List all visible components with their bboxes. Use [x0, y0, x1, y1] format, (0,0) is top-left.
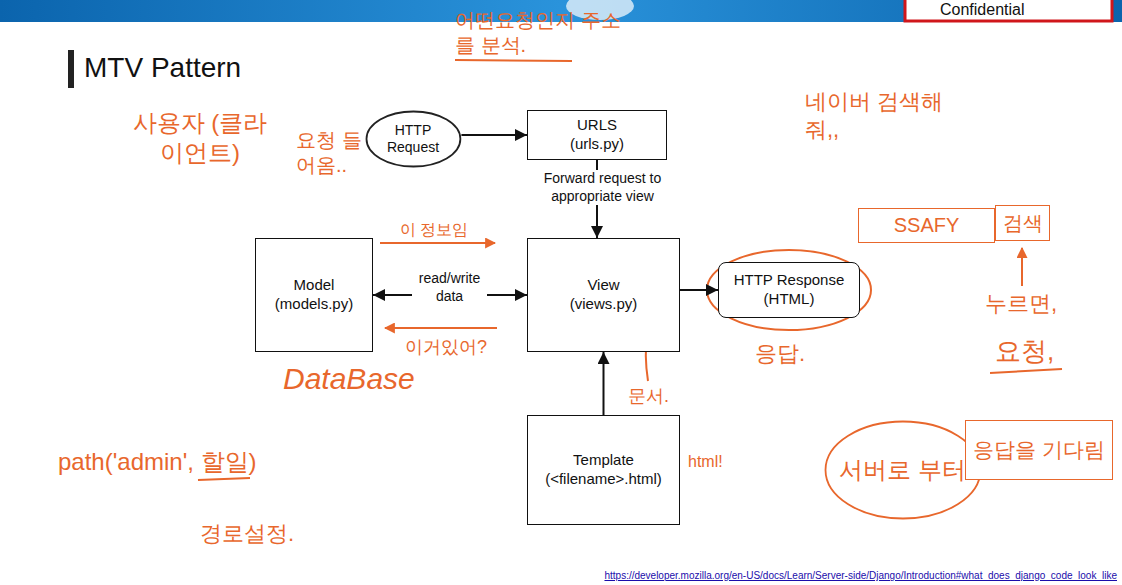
handwritten-note: 네이버 검색해줘,, [805, 88, 945, 143]
ink-underline [455, 60, 572, 61]
edge-label: read/write data [412, 270, 487, 305]
handwritten-note: 경로설정. [200, 520, 294, 548]
handwritten-note: DataBase [283, 360, 415, 398]
node-title: URLS [577, 116, 617, 135]
ink-box-note: 응답을 기다림 [965, 420, 1113, 480]
ellipse-shape [366, 112, 460, 167]
node-subtitle: (models.py) [275, 295, 353, 314]
process-box: Model(models.py) [255, 238, 373, 352]
connector-arrow [461, 134, 527, 136]
handwritten-note: 어떤요청인지 주소를 분석. [455, 8, 630, 58]
slide-title: MTV Pattern [84, 50, 241, 85]
node-title: HTTP Response [734, 271, 845, 290]
node-subtitle: (views.py) [570, 295, 638, 314]
node-title: 서버로 부터 [839, 455, 966, 485]
handwritten-note: path('admin', 할일) [58, 447, 257, 477]
ink-underline [198, 478, 250, 480]
node-title: Model [294, 276, 335, 295]
response-box: HTTP Response(HTML) [718, 262, 860, 318]
title-bar [68, 50, 74, 88]
connector-arrow [603, 352, 605, 415]
process-box: Template(<filename>.html) [527, 415, 680, 525]
search-field: SSAFY [858, 208, 995, 243]
process-box: View(views.py) [527, 238, 680, 352]
handwritten-note: 응답. [755, 340, 805, 368]
node-subtitle: (<filename>.html) [545, 470, 662, 489]
node-title: 응답을 기다림 [973, 437, 1105, 463]
handwritten-note: 문서. [628, 385, 669, 408]
node-title: HTTP Request [369, 122, 458, 157]
node-title: Template [573, 451, 634, 470]
node-subtitle: (HTML) [764, 290, 815, 309]
node-title: 검색 [1003, 211, 1043, 236]
handwritten-note: 요청, [995, 335, 1054, 368]
handwritten-note: html! [688, 452, 723, 472]
process-box: URLS(urls.py) [527, 110, 667, 160]
handwritten-note: 사용자 (클라이언트) [125, 108, 275, 168]
request-circle: HTTP Request [365, 110, 462, 168]
ink-circle [707, 250, 871, 330]
node-title: View [587, 276, 619, 295]
ink-arrow [385, 327, 497, 329]
edge-label: Forward request to appropriate view [525, 170, 680, 205]
ink-arrow [380, 242, 495, 244]
ellipse-shape [825, 422, 980, 519]
handwritten-note: 이 정보임 [400, 220, 468, 240]
node-title: SSAFY [894, 213, 960, 238]
search-button: 검색 [995, 205, 1050, 241]
connector-arrow [680, 289, 718, 291]
confidential-frame [905, 0, 1112, 21]
confidential-mark: Confidential [940, 0, 1025, 20]
handwritten-note: 누르면, [985, 290, 1057, 318]
node-subtitle: (urls.py) [570, 135, 624, 154]
handwritten-note: 이거있어? [405, 336, 487, 359]
ink-underline [990, 369, 1062, 373]
source-link: https://developer.mozilla.org/en-US/docs… [380, 570, 1117, 583]
handwritten-note: 요청 들어옴.. [296, 128, 376, 178]
ink-circle-note: 서버로 부터 [824, 420, 982, 520]
ink-arrow [1021, 248, 1023, 286]
